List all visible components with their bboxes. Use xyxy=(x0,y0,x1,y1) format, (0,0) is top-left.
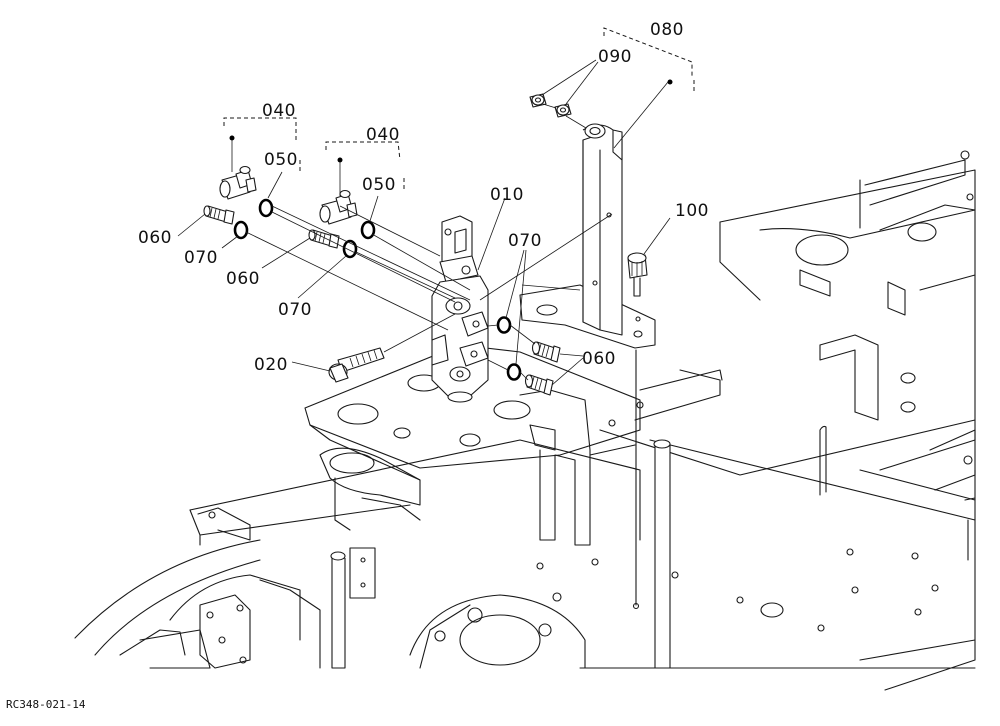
callout-020: 020 xyxy=(254,355,288,375)
bolt-020 xyxy=(328,347,385,383)
o-ring-050-left xyxy=(258,198,274,218)
o-ring-070-right-lower xyxy=(506,363,522,381)
callout-060-right: 060 xyxy=(582,349,616,369)
o-ring-050-right xyxy=(360,220,376,240)
bracket-080 xyxy=(519,123,656,349)
group-brackets xyxy=(223,27,695,196)
valve-010 xyxy=(431,215,489,403)
callout-040-left: 040 xyxy=(262,101,296,121)
callout-070-middle: 070 xyxy=(278,300,312,320)
callout-010: 010 xyxy=(490,185,524,205)
callout-070-right: 070 xyxy=(508,231,542,251)
callout-050-right: 050 xyxy=(362,175,396,195)
callout-060-middle: 060 xyxy=(226,269,260,289)
leader-lines xyxy=(177,59,671,386)
callout-060-left: 060 xyxy=(138,228,172,248)
callout-040-right: 040 xyxy=(366,125,400,145)
frame-chassis xyxy=(74,150,976,691)
callout-100: 100 xyxy=(675,201,709,221)
callout-080: 080 xyxy=(650,20,684,40)
fitting-060-left xyxy=(203,205,235,225)
fitting-040-left xyxy=(219,165,257,200)
callout-050-left: 050 xyxy=(264,150,298,170)
bolt-100 xyxy=(627,252,648,297)
bushings-090 xyxy=(529,93,572,118)
o-ring-070-right-upper xyxy=(496,316,512,334)
fitting-040-right xyxy=(319,189,358,225)
assembly-lines xyxy=(245,103,613,381)
fitting-060-right xyxy=(524,341,561,396)
callout-070-left: 070 xyxy=(184,248,218,268)
callout-090: 090 xyxy=(598,47,632,67)
o-ring-070-left xyxy=(233,220,249,240)
callouts: 010 020 040 040 050 050 060 060 060 070 … xyxy=(6,20,709,711)
drawing-code: RC348-021-14 xyxy=(6,698,86,711)
o-ring-070-middle xyxy=(342,239,358,259)
